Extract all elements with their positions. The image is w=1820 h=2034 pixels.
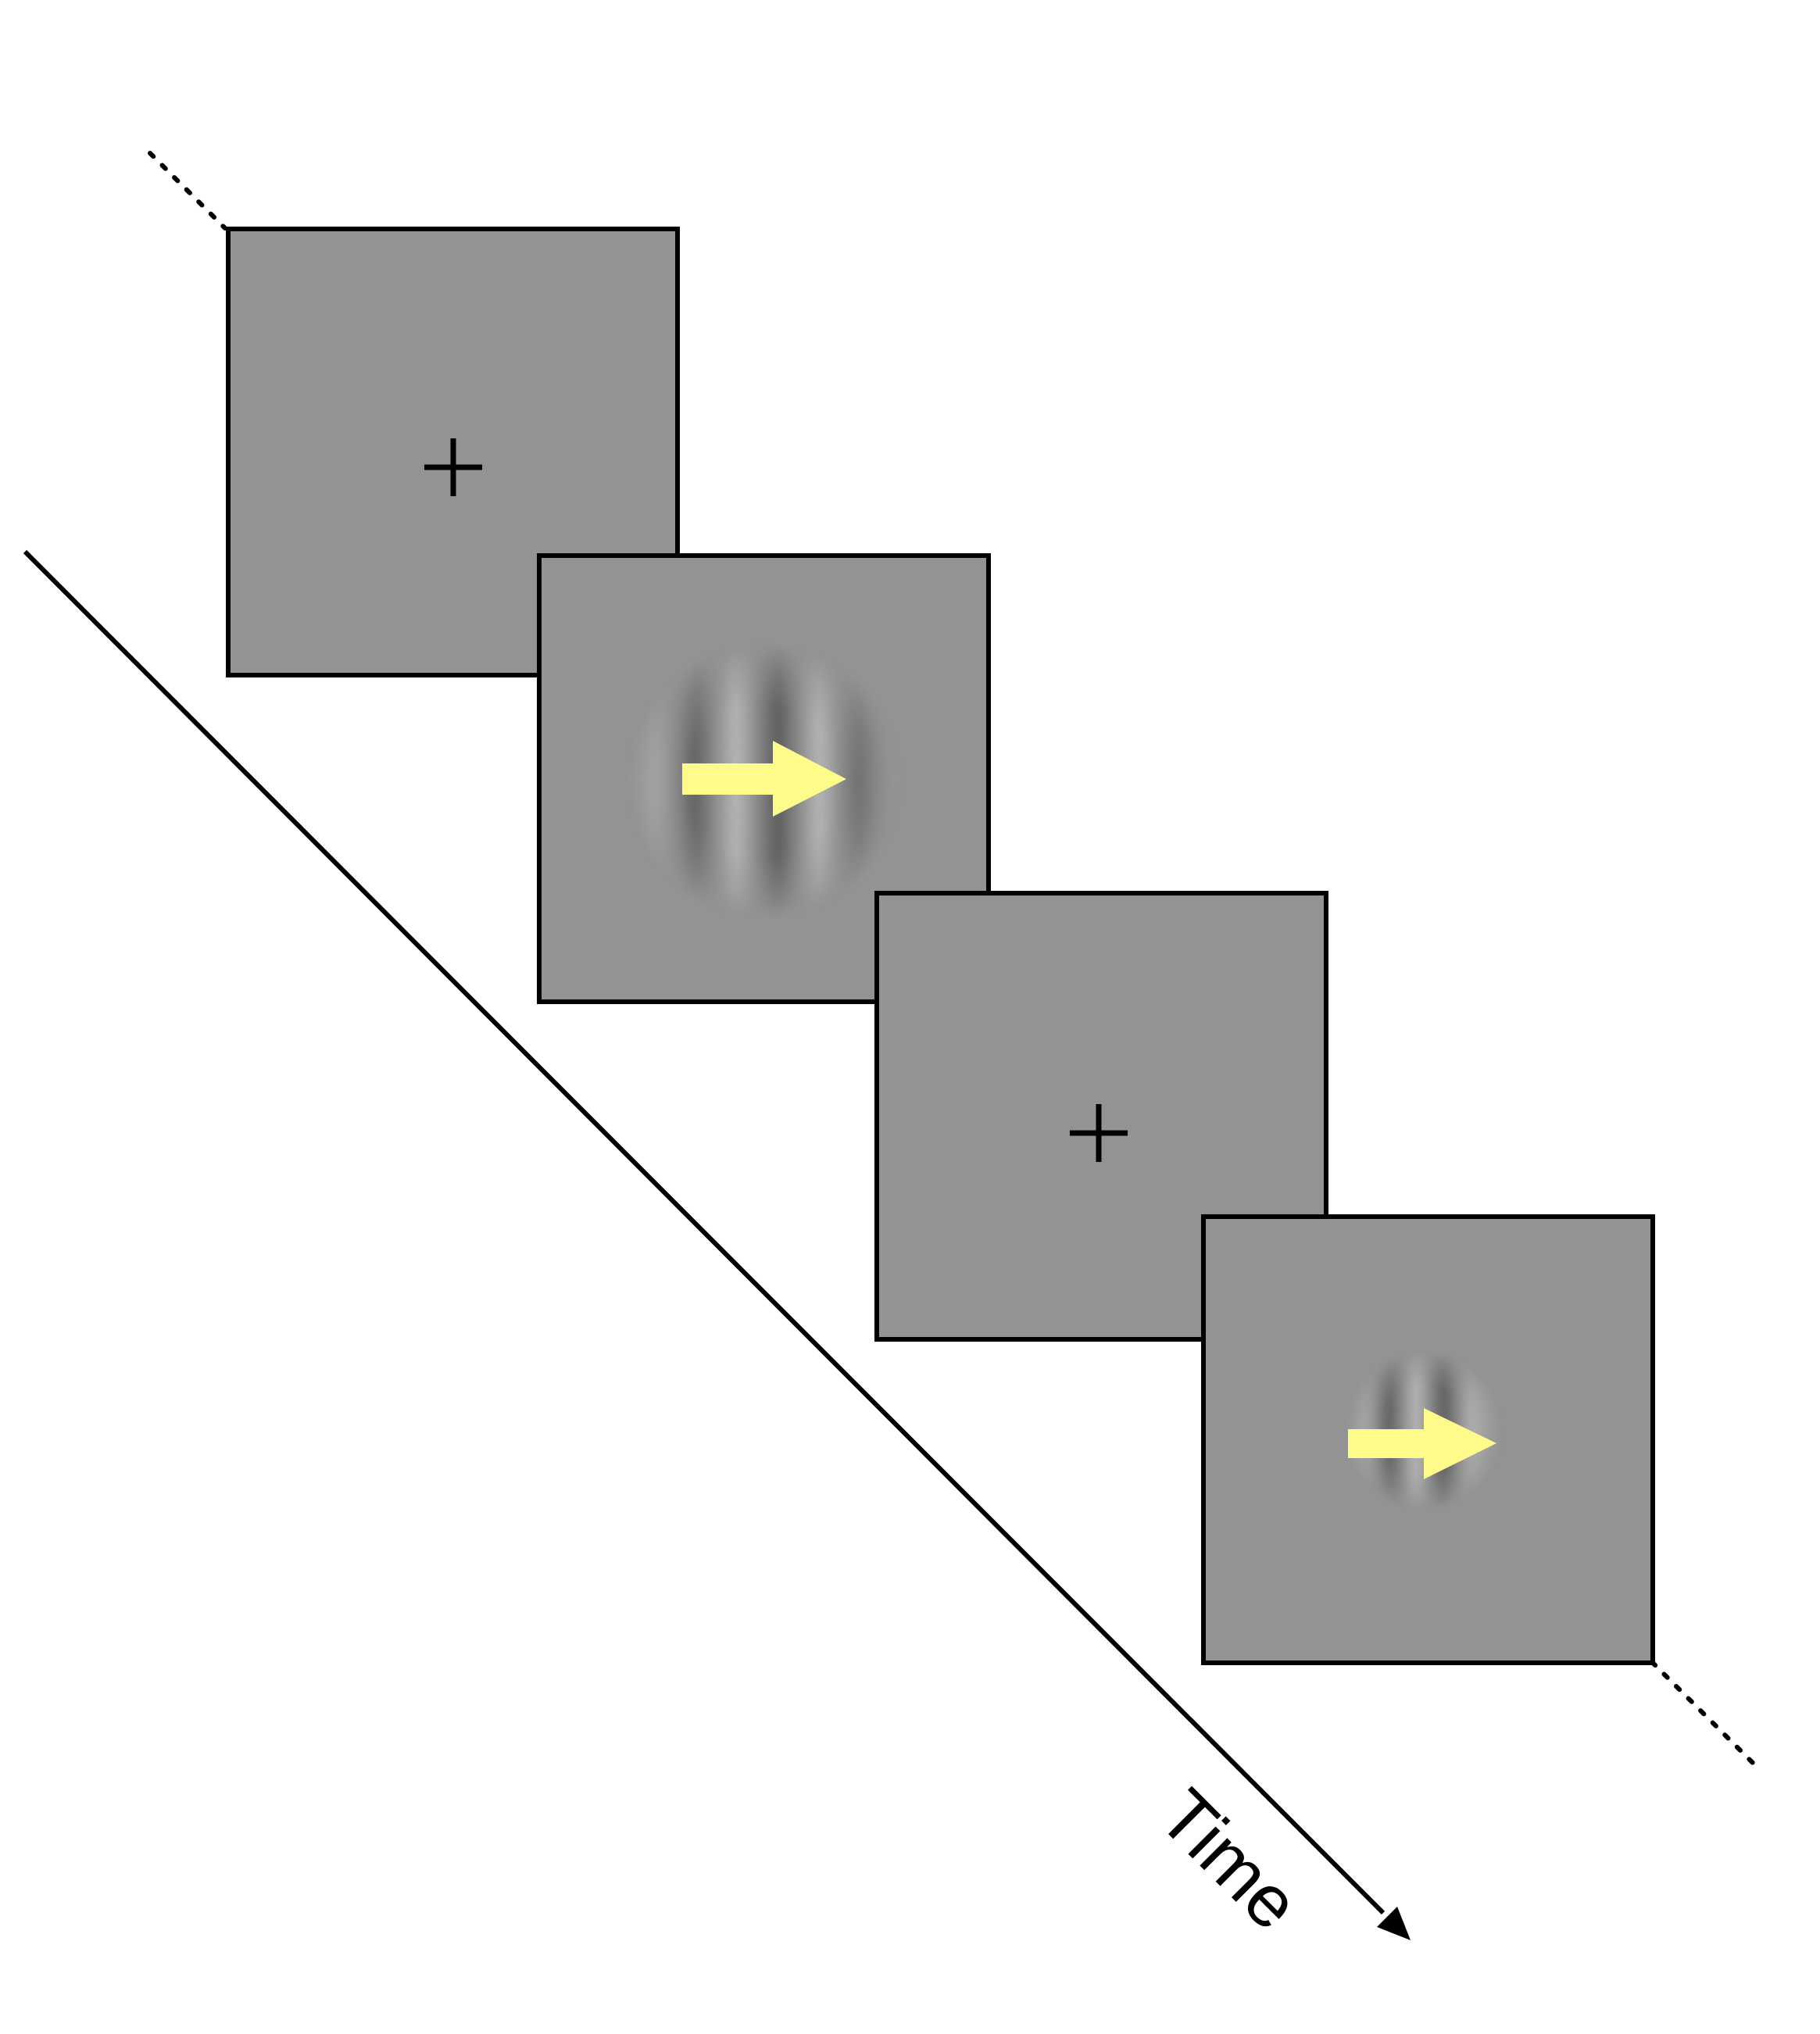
continuation-dots-start [148, 151, 227, 231]
frame-grating-large [537, 553, 991, 1004]
time-axis-label: Time [1144, 1774, 1315, 1945]
time-arrow [23, 549, 1411, 1940]
arrow-right-icon [682, 741, 846, 817]
fixation-cross-icon [424, 438, 482, 496]
frame-grating-small [1201, 1214, 1655, 1665]
fixation-cross-icon [1070, 1104, 1128, 1162]
arrow-right-icon [1348, 1408, 1496, 1479]
arrowhead-icon [1377, 1907, 1411, 1940]
